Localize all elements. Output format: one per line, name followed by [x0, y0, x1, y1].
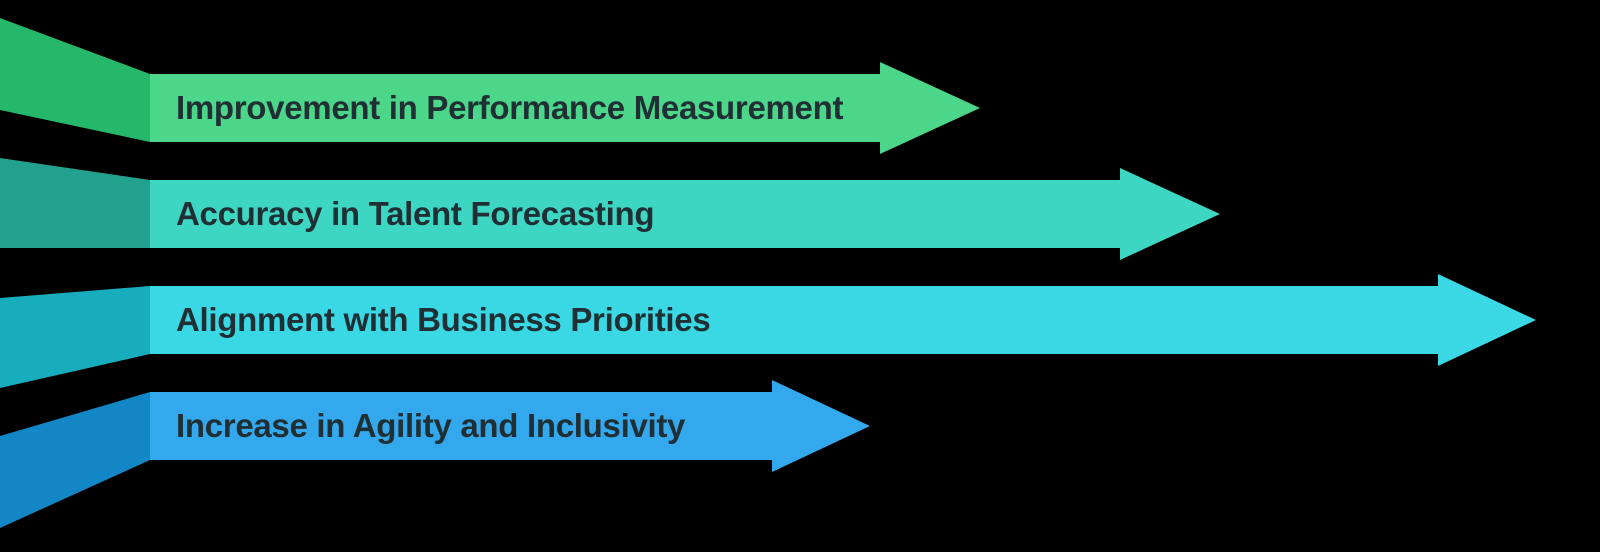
arrow-body-2: [150, 168, 1220, 260]
arrow-body-1: [150, 62, 980, 154]
arrow-label-business-priorities: Alignment with Business Priorities: [176, 301, 711, 338]
arrow-body-3: [150, 274, 1536, 366]
arrow-label-talent-forecasting: Accuracy in Talent Forecasting: [176, 195, 655, 232]
arrow-label-agility-inclusivity: Increase in Agility and Inclusivity: [176, 407, 686, 444]
arrow-tail-3: [0, 286, 150, 388]
arrow-body-4: [150, 380, 870, 472]
arrow-tail-2: [0, 158, 150, 248]
arrow-label-performance-measurement: Improvement in Performance Measurement: [176, 89, 844, 126]
arrow-tail-1: [0, 18, 150, 142]
arrow-tail-4: [0, 392, 150, 528]
